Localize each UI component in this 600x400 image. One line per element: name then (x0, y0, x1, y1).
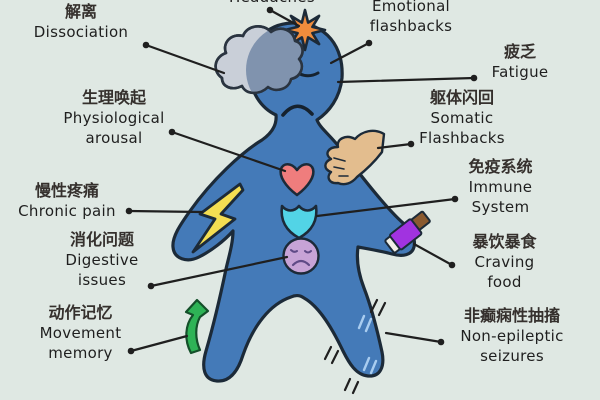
brain-icon (214, 25, 304, 95)
candy-bar-icon (384, 210, 431, 254)
lightning-icon (191, 182, 245, 254)
pointer-movement-memory (127, 334, 189, 355)
pointer-craving-food (412, 242, 456, 269)
tremor-marks (323, 298, 387, 395)
pointer-digestive-issues (147, 255, 289, 290)
pointer-chronic-pain (125, 207, 204, 215)
sad-face-icon (282, 237, 320, 275)
shield-icon (280, 204, 318, 240)
pointer-headaches (266, 6, 301, 28)
touching-hand-icon (324, 129, 386, 186)
pointer-somatic-flashbacks (376, 140, 415, 150)
right-eye-icon (298, 71, 320, 78)
pointer-fatigue (336, 74, 478, 84)
pointer-dissociation (142, 41, 226, 75)
pointer-lines (125, 6, 478, 355)
up-arrow-icon (184, 298, 210, 355)
frown-mouth-icon (281, 104, 314, 117)
heart-icon (279, 162, 315, 197)
pointer-physiological-arousal (168, 128, 287, 173)
pointer-immune-system (315, 195, 459, 218)
pointer-non-epileptic-seizures (384, 331, 445, 346)
pointer-emotional-flashbacks (329, 39, 373, 65)
